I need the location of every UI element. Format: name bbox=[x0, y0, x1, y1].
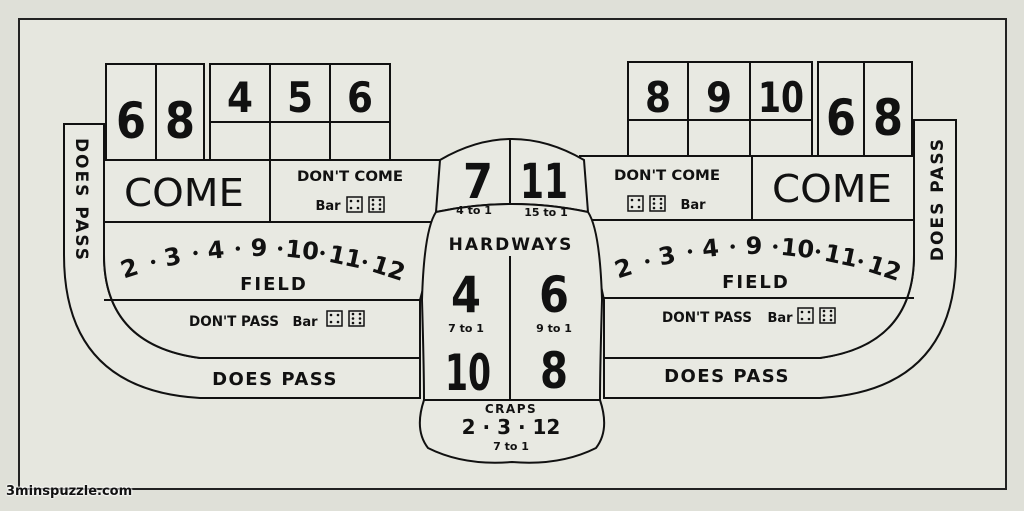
hardways-label: HARDWAYS bbox=[449, 235, 574, 255]
right-does-pass-bottom: DOES PASS bbox=[664, 366, 790, 387]
right-come-label: COME bbox=[772, 167, 892, 211]
right-box-10 bbox=[749, 61, 813, 157]
field-number: 11 bbox=[326, 240, 364, 274]
hard-4-number: 4 bbox=[451, 266, 481, 324]
left-dont-pass-bar-label: Bar bbox=[292, 315, 318, 330]
left-dont-come-bar-label: Bar bbox=[315, 199, 341, 214]
hard-6-number: 6 bbox=[539, 266, 569, 324]
field-separator-dot bbox=[277, 246, 283, 251]
right-dont-pass-bar-label: Bar bbox=[767, 311, 793, 326]
center-craps bbox=[418, 399, 606, 464]
center-hardways bbox=[420, 203, 604, 401]
left-box-number: 4 bbox=[227, 73, 253, 122]
field-number: 10 bbox=[779, 233, 815, 264]
right-box-number: 6 bbox=[826, 89, 856, 147]
field-number: 4 bbox=[206, 235, 226, 265]
field-number: 11 bbox=[822, 239, 860, 273]
seven-odds: 4 to 1 bbox=[456, 204, 492, 217]
field-number: 9 bbox=[746, 232, 763, 260]
eleven-number: 11 bbox=[520, 154, 568, 210]
left-box-number: 6 bbox=[347, 73, 373, 122]
field-separator-dot bbox=[193, 250, 198, 256]
hard-4-odds: 7 to 1 bbox=[448, 322, 484, 335]
field-separator-dot bbox=[645, 259, 650, 264]
field-number: 9 bbox=[251, 234, 268, 262]
die-icon bbox=[368, 196, 385, 213]
right-box-number: 10 bbox=[758, 73, 804, 122]
field-separator-dot bbox=[815, 249, 821, 254]
left-box-5 bbox=[269, 63, 331, 161]
right-box-9 bbox=[687, 61, 751, 157]
hard-6-odds: 9 to 1 bbox=[536, 322, 572, 335]
field-separator-dot bbox=[150, 259, 156, 265]
left-box-4 bbox=[209, 63, 271, 161]
field-number: 4 bbox=[701, 234, 721, 264]
right-box-8b bbox=[863, 61, 913, 157]
craps-label: CRAPS bbox=[485, 402, 537, 416]
left-dont-pass-label: DON'T PASS bbox=[189, 314, 279, 330]
left-box-number: 6 bbox=[116, 92, 146, 150]
left-come-label: COME bbox=[124, 171, 244, 215]
seven-number: 7 bbox=[463, 154, 493, 210]
field-separator-dot bbox=[235, 246, 241, 251]
craps-numbers: 2 · 3 · 12 bbox=[462, 415, 561, 439]
field-number: 3 bbox=[656, 241, 678, 272]
right-dont-come-label: DON'T COME bbox=[614, 168, 720, 184]
right-box-number: 8 bbox=[645, 73, 671, 122]
craps-odds: 7 to 1 bbox=[493, 440, 529, 453]
right-does-pass-vertical: DOES PASS bbox=[928, 137, 948, 261]
field-separator-dot bbox=[320, 250, 325, 256]
left-layout bbox=[63, 63, 445, 399]
die-icon bbox=[819, 307, 836, 324]
die-icon bbox=[649, 195, 666, 212]
left-does-pass-vertical: DOES PASS bbox=[71, 138, 91, 262]
field-separator-dot bbox=[730, 244, 735, 249]
die-icon bbox=[627, 195, 644, 212]
left-dont-come-label: DON'T COME bbox=[297, 169, 403, 185]
die-icon bbox=[346, 196, 363, 213]
right-dont-pass-label: DON'T PASS bbox=[662, 310, 752, 326]
left-box-8 bbox=[155, 63, 205, 161]
hard-8-number: 8 bbox=[540, 342, 568, 400]
right-box-8 bbox=[627, 61, 689, 157]
field-number: 10 bbox=[284, 235, 320, 266]
left-box-6 bbox=[105, 63, 157, 161]
left-box-6b bbox=[329, 63, 391, 161]
left-field-label: FIELD bbox=[240, 274, 308, 295]
right-field-label: FIELD bbox=[722, 272, 790, 293]
die-icon bbox=[348, 310, 365, 327]
field-separator-dot bbox=[773, 244, 778, 249]
watermark: 3minspuzzle.com bbox=[6, 484, 133, 499]
field-number: 3 bbox=[162, 242, 184, 273]
left-box-number: 5 bbox=[287, 73, 313, 122]
right-box-number: 8 bbox=[873, 89, 903, 147]
field-separator-dot bbox=[362, 259, 368, 265]
field-separator-dot bbox=[858, 259, 863, 264]
eleven-odds: 15 to 1 bbox=[524, 206, 567, 219]
hard-10-number: 10 bbox=[445, 344, 491, 402]
center-layout bbox=[418, 138, 606, 464]
right-box-number: 9 bbox=[706, 73, 732, 122]
right-dont-come-bar-label: Bar bbox=[680, 198, 706, 213]
left-box-number: 8 bbox=[165, 92, 195, 150]
left-does-pass-bottom: DOES PASS bbox=[212, 369, 338, 390]
field-separator-dot bbox=[687, 249, 693, 254]
die-icon bbox=[797, 307, 814, 324]
die-icon bbox=[326, 310, 343, 327]
